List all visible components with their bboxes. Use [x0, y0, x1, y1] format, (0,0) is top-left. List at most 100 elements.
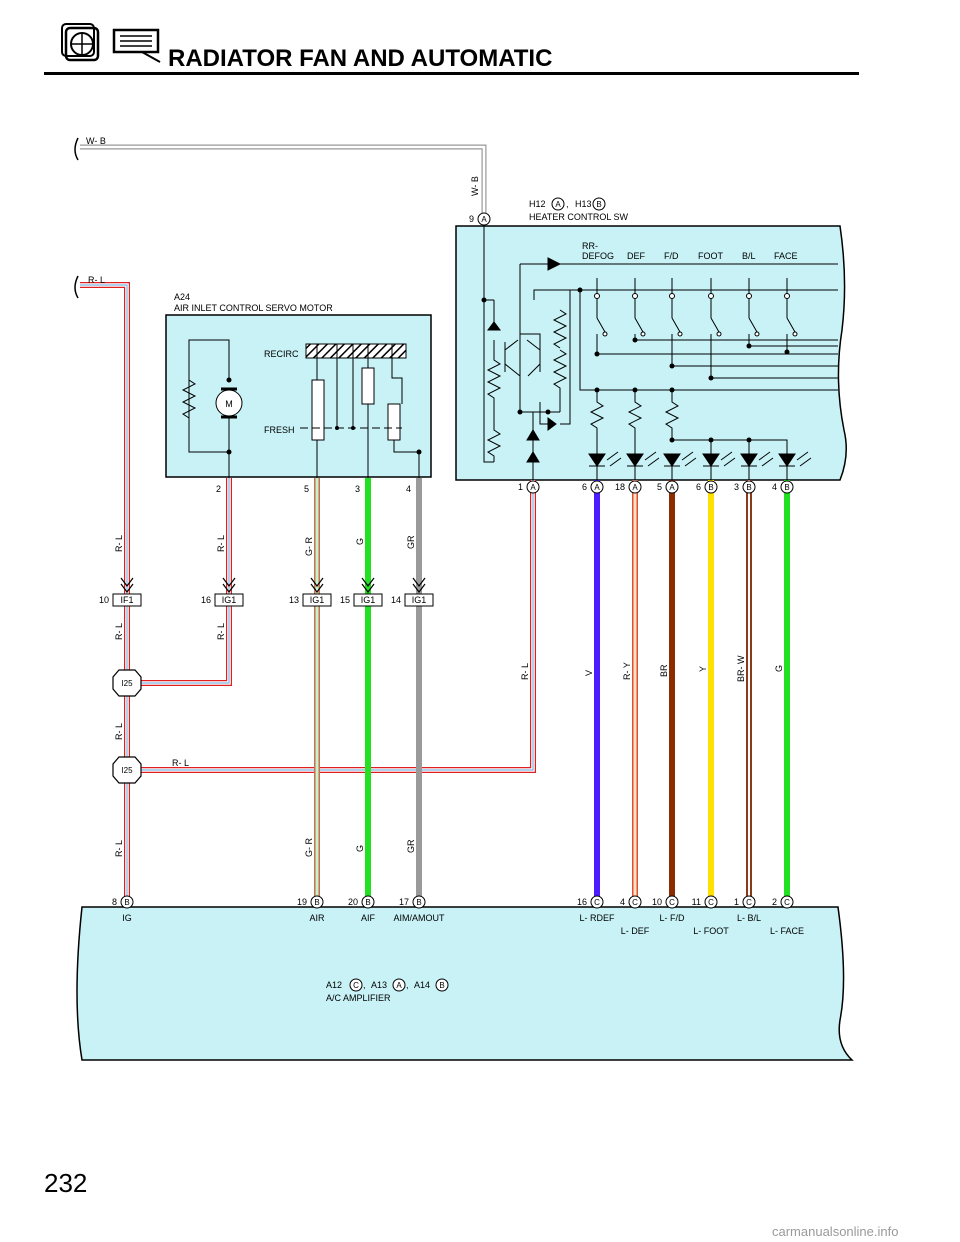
- heater-conn-b-letter: B: [596, 200, 601, 209]
- amp-pin-label: AIM/AMOUT: [394, 913, 446, 923]
- servo-pin-number: 5: [304, 484, 309, 494]
- header-rule: [44, 72, 859, 75]
- heater-pin-number: 1: [518, 482, 523, 492]
- heater-pin-connector-letter: A: [669, 483, 675, 492]
- damper-bar: [305, 343, 407, 359]
- air-inlet-servo-motor-box: [165, 314, 432, 478]
- junction-connector-box: [214, 593, 244, 607]
- splice-i25: [112, 756, 142, 784]
- heater-pin-connector-badge: [526, 480, 540, 494]
- wire-color-label: G: [355, 538, 365, 545]
- amp-pin-label: IG: [122, 913, 132, 923]
- amp-pin-connector-letter: B: [416, 898, 421, 907]
- amp-pin-connector-letter: B: [124, 898, 129, 907]
- junction-pin-number: 10: [99, 595, 109, 605]
- amp-pin-number: 2: [772, 897, 777, 907]
- heater-pin-number: 5: [657, 482, 662, 492]
- heater-conn-b-badge: [592, 197, 606, 211]
- amp-pin-connector-letter: C: [594, 898, 600, 907]
- servo-ref: A24: [174, 292, 190, 302]
- servo-name: AIR INLET CONTROL SERVO MOTOR: [174, 303, 333, 313]
- amp-pin-connector-badge: [704, 895, 718, 909]
- heater-conn-a-letter: A: [555, 200, 561, 209]
- junction-pin-number: 14: [391, 595, 401, 605]
- heater-ref-h12: H12: [529, 199, 546, 209]
- amp-pin-number: 10: [652, 897, 662, 907]
- heater-mode-label: B/L: [742, 251, 756, 261]
- servo-nodes: [226, 377, 422, 455]
- wire-label-r-l-horiz: R- L: [172, 758, 189, 768]
- watermark: carmanualsonline.info: [772, 1224, 898, 1239]
- amp-pin-label: L- FOOT: [693, 926, 729, 936]
- heater-ref-sep: ,: [566, 199, 569, 209]
- amp-pin-connector-badge: [628, 895, 642, 909]
- heater-pin-connector-badge: [780, 480, 794, 494]
- splice-label: I25: [121, 766, 133, 775]
- amp-pin-connector-badge: [412, 895, 426, 909]
- amp-pin-connector-badge: [665, 895, 679, 909]
- amp-pin-connector-letter: C: [784, 898, 790, 907]
- heater-pin-connector-letter: A: [632, 483, 638, 492]
- amp-pin-connector-badge: [742, 895, 756, 909]
- heater-pin-connector-badge: [590, 480, 604, 494]
- heater-mode-label: FACE: [774, 251, 798, 261]
- motor-label: M: [225, 399, 233, 409]
- amp-pin-label: L- FACE: [770, 926, 804, 936]
- amp-conn-a-badge: [392, 978, 406, 992]
- heater-switch-nodes: [481, 287, 790, 443]
- ac-amplifier-box: [76, 906, 854, 1061]
- amp-pin-connector-letter: B: [314, 898, 319, 907]
- splice-i25: [112, 669, 142, 697]
- junction-connector-name: IF1: [120, 595, 133, 605]
- wire-color-label: GR: [406, 535, 416, 549]
- amp-pin-connector-letter: B: [365, 898, 370, 907]
- junction-connector-box: [112, 593, 142, 607]
- heater-pin-connector-badge: [665, 480, 679, 494]
- servo-recirc-label: RECIRC: [264, 349, 299, 359]
- junction-connector-name: IG1: [412, 595, 427, 605]
- heater-pin-connector-letter: A: [530, 483, 536, 492]
- amp-pin-connector-badge: [310, 895, 324, 909]
- amp-ref-a12: A12: [326, 980, 342, 990]
- junction-connector-box: [302, 593, 332, 607]
- junction-connector-name: IG1: [361, 595, 376, 605]
- wiring-harness: [80, 144, 790, 902]
- amp-conn-b-badge: [435, 978, 449, 992]
- heater-pin-connector-badge: [477, 212, 491, 226]
- heater-mode-label: F/D: [664, 251, 679, 261]
- wire-r-l-servo: [127, 478, 232, 686]
- amp-pin-connector-letter: C: [669, 898, 675, 907]
- amp-pin-connector-letter: C: [746, 898, 752, 907]
- amp-ref-sep1: ,: [363, 980, 366, 990]
- page-number: 232: [44, 1168, 87, 1198]
- servo-pin-number: 3: [355, 484, 360, 494]
- wire-color-label: Y: [698, 666, 708, 672]
- heater-name: HEATER CONTROL SW: [529, 212, 629, 222]
- climate-control-icon: [112, 28, 161, 63]
- junction-connector-name: IG1: [310, 595, 325, 605]
- heater-pin-connector-letter: A: [481, 215, 487, 224]
- heater-pin-connector-badge: [628, 480, 642, 494]
- wire-open-end-rl: [74, 275, 79, 299]
- amp-pin-number: 20: [348, 897, 358, 907]
- amp-pin-number: 16: [577, 897, 587, 907]
- amp-pin-connector-letter: C: [708, 898, 714, 907]
- wire-w-b: [80, 144, 487, 224]
- header: RADIATOR FAN AND AUTOMATIC: [44, 23, 859, 75]
- amp-ref-sep2: ,: [406, 980, 409, 990]
- heater-pin-number: 9: [469, 214, 474, 224]
- junction-connector-box: [404, 593, 434, 607]
- amp-conn-c-letter: C: [353, 981, 359, 990]
- amp-pin-connector-badge: [590, 895, 604, 909]
- amp-pin-connector-badge: [361, 895, 375, 909]
- heater-pin-number: 3: [734, 482, 739, 492]
- junction-pin-number: 15: [340, 595, 350, 605]
- heater-mode-label: FOOT: [698, 251, 723, 261]
- amp-conn-c-badge: [349, 978, 363, 992]
- wire-color-label: R- L: [114, 623, 124, 640]
- heater-pin-number: 18: [615, 482, 625, 492]
- amp-pin-label: L- RDEF: [579, 913, 615, 923]
- heater-mode-label: RR-: [582, 241, 598, 251]
- wire-color-label: G: [774, 665, 784, 672]
